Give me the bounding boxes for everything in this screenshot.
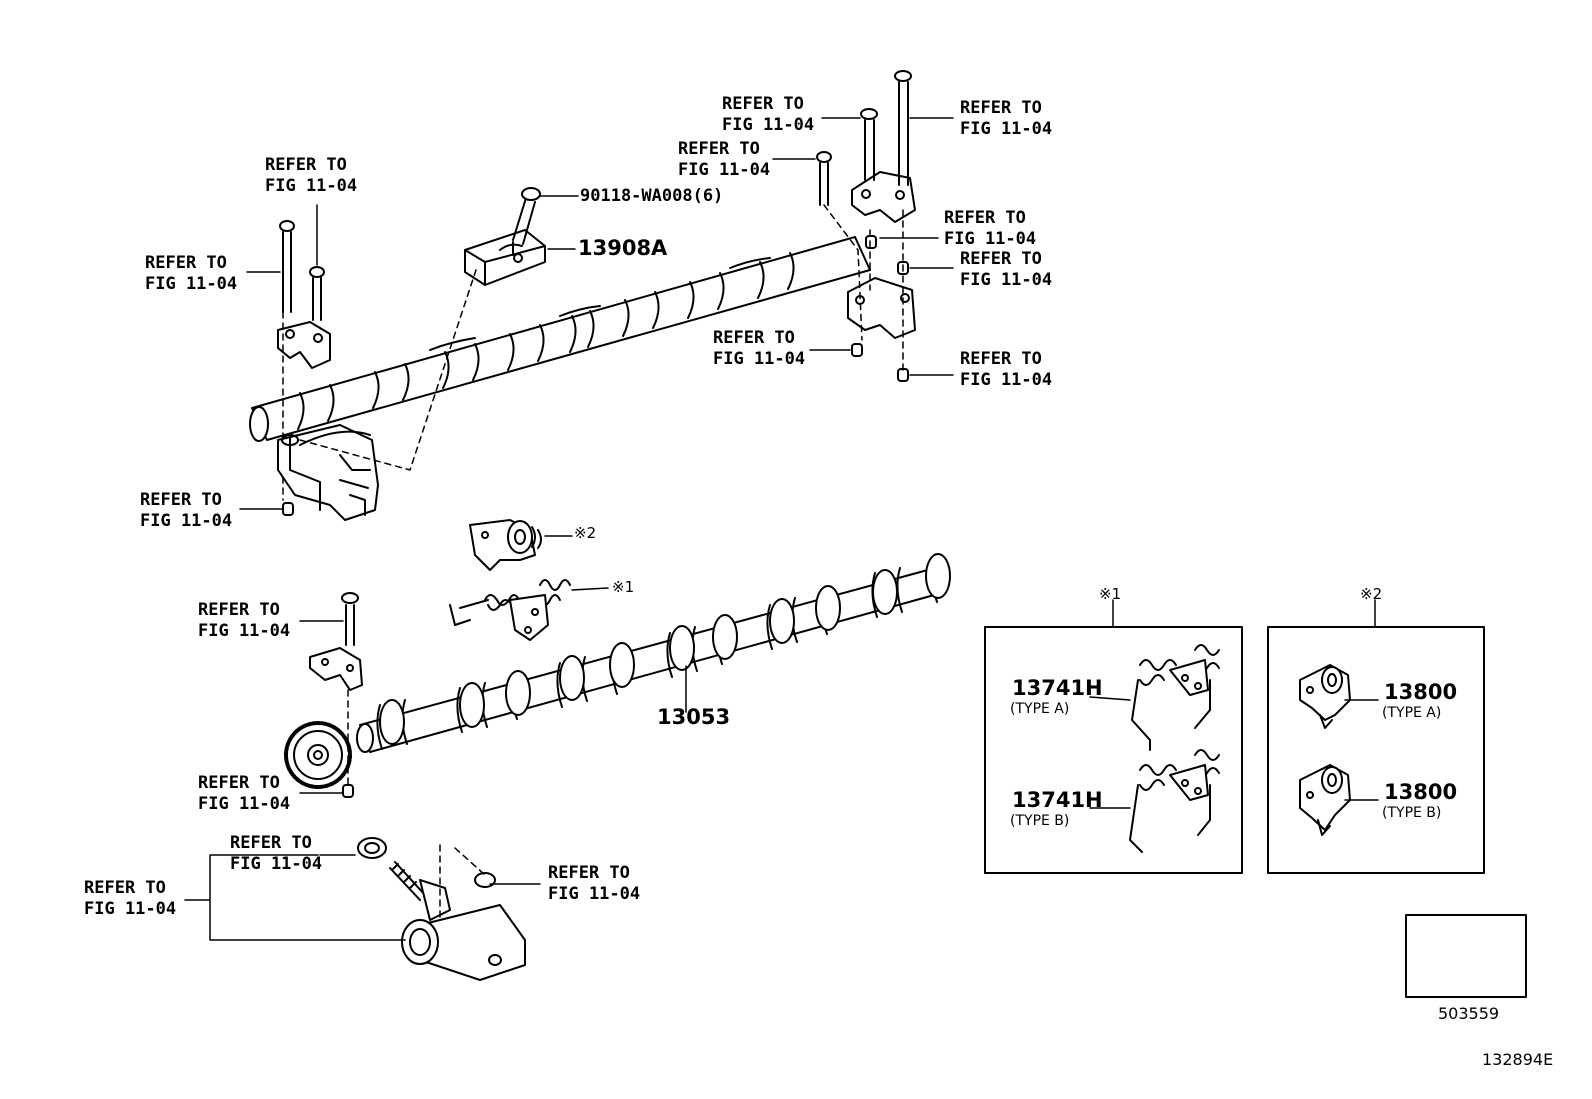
right-bearing-cap-upper (816, 70, 916, 275)
refer-label: REFER TO FIG 11-04 (960, 249, 1053, 290)
part-number-plate-b[interactable]: 13800 (1384, 780, 1458, 804)
spring-assembly-middle (449, 579, 609, 641)
bolt-code-label: 90118-WA008(6) (580, 186, 724, 206)
diagram-code: 132894E (1482, 1050, 1554, 1069)
spring-type-b (1089, 749, 1220, 853)
refer-label: REFER TO FIG 11-04 (944, 208, 1037, 249)
cam-gear (284, 721, 352, 789)
part-number-bearing-cap[interactable]: 13908A (578, 236, 668, 260)
mark-1-box-label: ※1 (1099, 585, 1122, 603)
refer-label: REFER TO FIG 11-04 (678, 139, 771, 180)
upper-camshaft (249, 236, 871, 442)
refer-label: REFER TO FIG 11-04 (230, 833, 323, 874)
variant-box-2 (1267, 626, 1485, 874)
refer-label: REFER TO FIG 11-04 (548, 863, 641, 904)
left-bearing-cap (277, 220, 331, 369)
plate-assembly-middle (469, 519, 573, 571)
image-ref-box (1405, 914, 1527, 998)
refer-label: REFER TO FIG 11-04 (722, 94, 815, 135)
type-b-label: (TYPE B) (1382, 805, 1442, 821)
bearing-cap-13908A (464, 187, 546, 286)
plate-type-b (1299, 764, 1379, 836)
type-a-label: (TYPE A) (1382, 705, 1442, 721)
refer-label: REFER TO FIG 11-04 (198, 600, 291, 641)
type-b-label: (TYPE B) (1010, 813, 1070, 829)
mark-1-label: ※1 (612, 578, 635, 596)
refer-label: REFER TO FIG 11-04 (198, 773, 291, 814)
oil-control-valve (357, 837, 526, 981)
mark-2-box-label: ※2 (1360, 585, 1383, 603)
part-number-spring-b[interactable]: 13741H (1012, 788, 1103, 812)
plate-type-a (1299, 664, 1379, 729)
right-bearing-cap-lower (847, 277, 916, 382)
spring-type-a (1089, 644, 1220, 751)
refer-label: REFER TO FIG 11-04 (84, 878, 177, 919)
type-a-label: (TYPE A) (1010, 701, 1070, 717)
refer-label: REFER TO FIG 11-04 (265, 155, 358, 196)
lower-bearing-cap (309, 592, 363, 798)
refer-label: REFER TO FIG 11-04 (140, 490, 233, 531)
part-number-spring-a[interactable]: 13741H (1012, 676, 1103, 700)
refer-label: REFER TO FIG 11-04 (960, 349, 1053, 390)
rocker-housing (277, 424, 379, 521)
mark-2-label: ※2 (574, 524, 597, 542)
refer-label: REFER TO FIG 11-04 (960, 98, 1053, 139)
part-number-plate-a[interactable]: 13800 (1384, 680, 1458, 704)
image-ref-number: 503559 (1438, 1004, 1500, 1023)
refer-label: REFER TO FIG 11-04 (145, 253, 238, 294)
part-number-camshaft[interactable]: 13053 (657, 705, 731, 729)
refer-label: REFER TO FIG 11-04 (713, 328, 806, 369)
lower-camshaft (356, 553, 951, 753)
